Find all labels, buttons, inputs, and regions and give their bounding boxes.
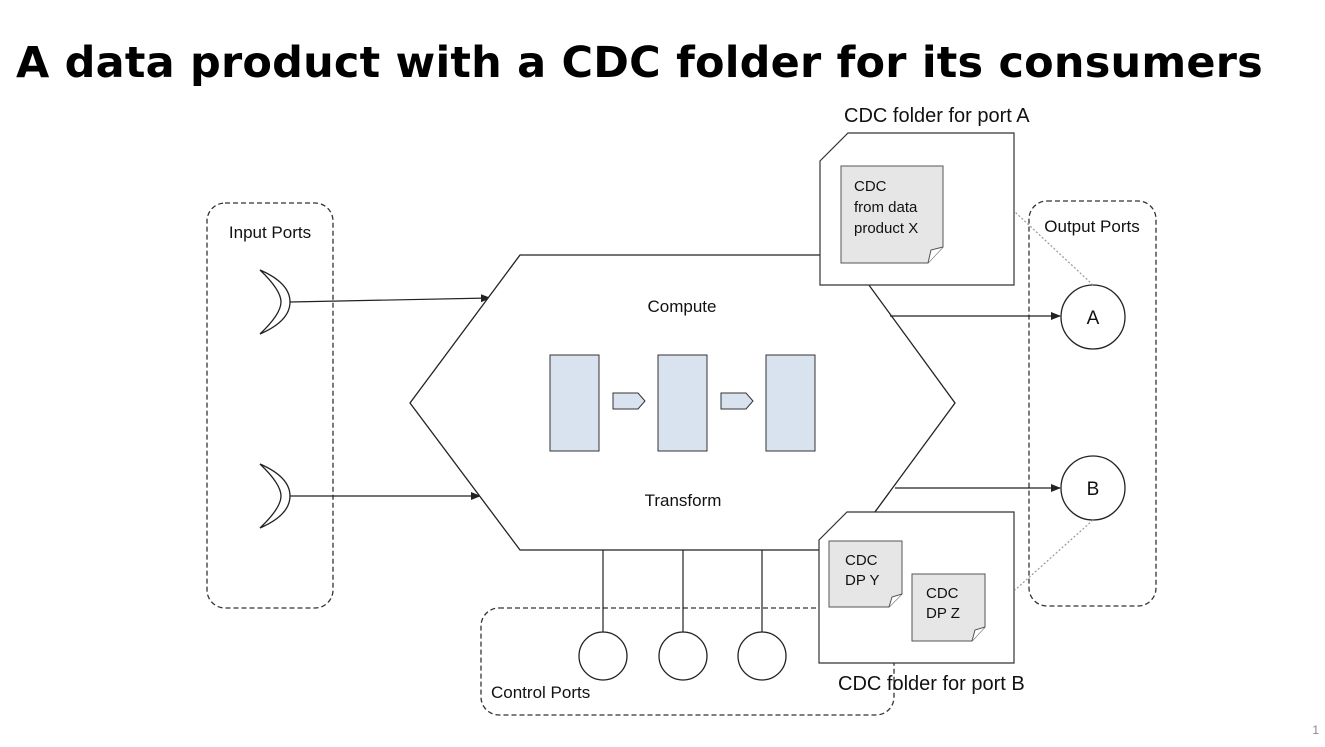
- cdc-doc-y-text: CDC DP Y: [845, 552, 882, 589]
- control-ports-label: Control Ports: [491, 683, 590, 702]
- cdc-doc-x-text: CDC from data product X: [854, 178, 922, 237]
- cdc-doc-y-line-2: DP Y: [845, 572, 879, 589]
- control-port-3: [737, 631, 787, 681]
- compute-label: Compute: [648, 297, 717, 316]
- cdc-doc-x-fold: [927, 246, 944, 264]
- dotted-link-b: [1014, 519, 1094, 591]
- output-port-b-label: B: [1087, 479, 1100, 500]
- input-1-arrow: [289, 294, 491, 303]
- cdc-doc-x-line-3: product X: [854, 220, 918, 237]
- control-port-1: [578, 631, 628, 681]
- pipeline-stage-1: [549, 354, 600, 452]
- transform-label: Transform: [645, 491, 722, 510]
- pipeline-stage-3: [765, 354, 816, 452]
- slide-number: 1: [1312, 723, 1319, 737]
- dotted-link-a: [1014, 211, 1094, 286]
- cdc-doc-z-text: CDC DP Z: [926, 585, 963, 622]
- cdc-folder-a-label: CDC folder for port A: [844, 105, 1030, 127]
- input-port-1-icon: [259, 269, 291, 335]
- pipeline-arrow-2-icon: [720, 392, 754, 410]
- cdc-folder-b-label: CDC folder for port B: [838, 673, 1025, 695]
- output-ports-label: Output Ports: [1044, 217, 1139, 236]
- cdc-doc-z-line-2: DP Z: [926, 605, 960, 622]
- output-port-a-label: A: [1087, 308, 1100, 329]
- pipeline-stage-2: [657, 354, 708, 452]
- control-port-2: [658, 631, 708, 681]
- cdc-doc-x-line-1: CDC: [854, 178, 887, 195]
- output-ports-group: [1028, 200, 1157, 607]
- slide-title: A data product with a CDC folder for its…: [16, 38, 1263, 88]
- cdc-doc-x-line-2: from data: [854, 199, 918, 216]
- cdc-doc-y-fold: [888, 593, 903, 608]
- input-ports-group: [206, 202, 334, 609]
- cdc-doc-y-line-1: CDC: [845, 552, 878, 569]
- cdc-doc-z-line-1: CDC: [926, 585, 959, 602]
- input-port-2-icon: [259, 463, 291, 529]
- pipeline-arrow-1-icon: [612, 392, 646, 410]
- cdc-doc-z-fold: [971, 626, 986, 642]
- input-ports-label: Input Ports: [229, 223, 311, 242]
